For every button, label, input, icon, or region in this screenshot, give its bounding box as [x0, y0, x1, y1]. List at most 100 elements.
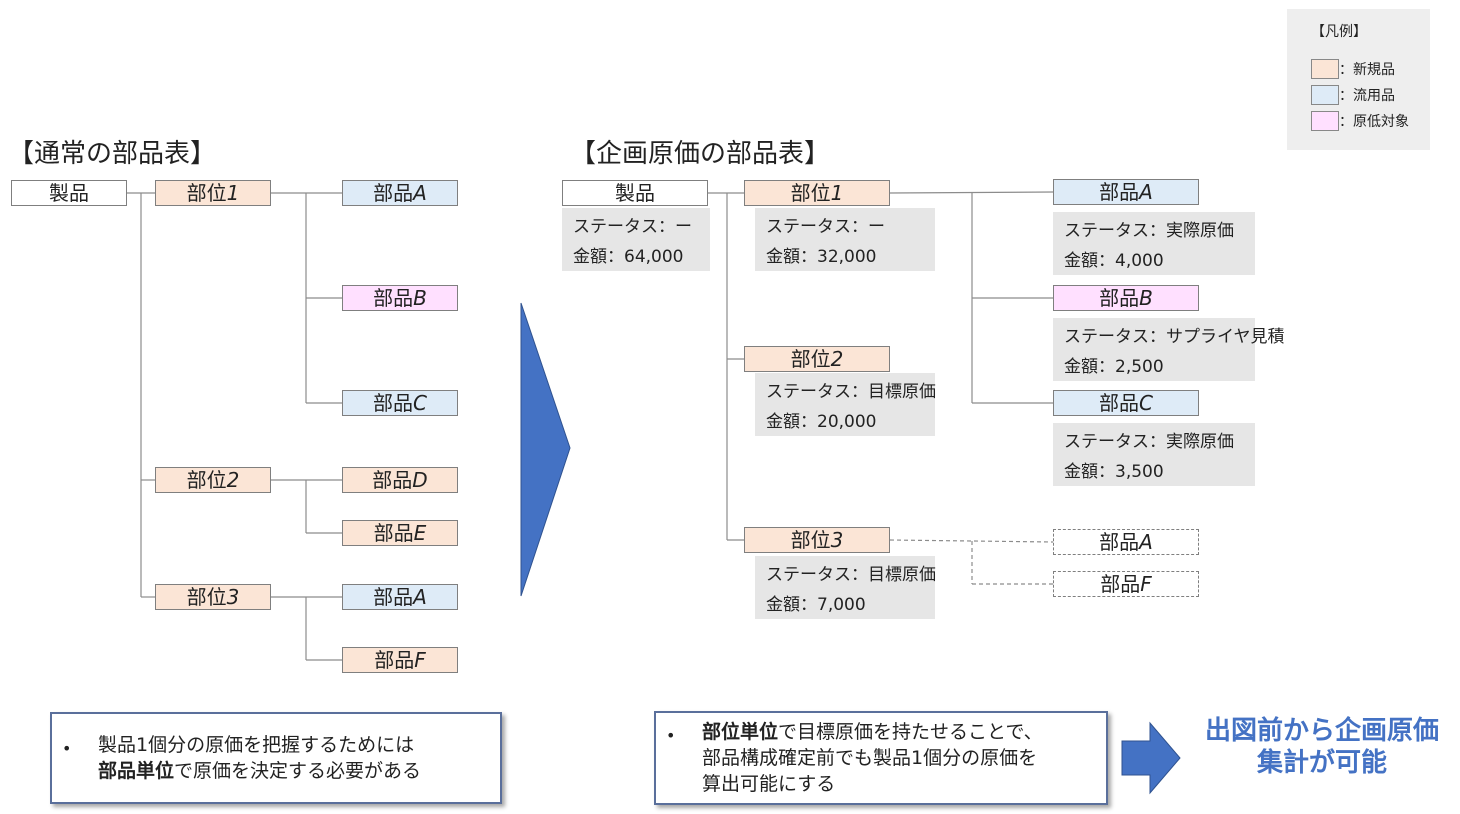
right-part-3-info: ステータス：目標原価 金額：7,000 — [755, 556, 936, 619]
component-prefix: 部品 — [1099, 286, 1140, 310]
left-note-line1: 製品1個分の原価を把握するためには — [98, 734, 415, 756]
right-component-c-info: ステータス：実際原価 金額：3,500 — [1053, 423, 1255, 486]
part-number: 1 — [226, 181, 240, 205]
part-number: 1 — [830, 181, 844, 205]
right-note-text: 部位単位で目標原価を持たせることで、 部品構成確定前でも製品1個分の原価を 算出… — [702, 719, 1043, 797]
amount-text: 金額：20,000 — [766, 412, 877, 432]
amount-text: 金額：3,500 — [1064, 462, 1164, 482]
component-prefix: 部品 — [372, 468, 413, 492]
right-note-line1: 部位単位で目標原価を持たせることで、 — [702, 719, 1043, 745]
right-part-1-info: ステータス：ー 金額：32,000 — [755, 208, 935, 271]
right-note-line1-rest: で目標原価を持たせることで、 — [778, 721, 1043, 743]
component-letter: A — [1139, 530, 1153, 554]
component-prefix: 部品 — [1100, 572, 1141, 596]
status-text: ステータス：ー — [573, 217, 692, 237]
component-letter: C — [1139, 391, 1153, 415]
legend-swatch-reuse — [1311, 85, 1339, 105]
right-note: • 部位単位で目標原価を持たせることで、 部品構成確定前でも製品1個分の原価を … — [654, 711, 1108, 805]
component-letter: A — [1139, 180, 1153, 204]
amount-text: 金額：4,000 — [1064, 251, 1164, 271]
right-product-info: ステータス：ー 金額：64,000 — [562, 208, 710, 271]
component-prefix: 部品 — [373, 585, 414, 609]
bullet-icon: • — [666, 726, 676, 745]
right-product-label: 製品 — [615, 181, 655, 205]
right-component-a-info: ステータス：実際原価 金額：4,000 — [1053, 212, 1255, 275]
component-prefix: 部品 — [373, 521, 414, 545]
component-letter: E — [413, 521, 427, 545]
component-letter: D — [412, 468, 428, 492]
right-note-line3: 算出可能にする — [702, 773, 836, 795]
left-note-text: 製品1個分の原価を把握するためには 部品単位で原価を決定する必要がある — [98, 732, 421, 784]
left-product-label: 製品 — [49, 181, 89, 205]
right-note-bold: 部位単位 — [702, 721, 779, 743]
legend-label-new: ：新規品 — [1339, 62, 1395, 78]
result-arrow — [1121, 721, 1181, 795]
left-product-node: 製品 — [11, 180, 127, 206]
component-prefix: 部品 — [1099, 391, 1140, 415]
part-number: 3 — [830, 528, 844, 552]
status-text: ステータス：実際原価 — [1064, 432, 1234, 452]
amount-text: 金額：7,000 — [766, 595, 866, 615]
right-part-2-info: ステータス：目標原価 金額：20,000 — [755, 373, 936, 436]
amount-text: 金額：32,000 — [766, 247, 877, 267]
result-line2: 集計が可能 — [1256, 748, 1387, 778]
right-product-node: 製品 — [562, 180, 708, 206]
part-prefix: 部位 — [186, 468, 227, 492]
component-letter: A — [413, 181, 427, 205]
legend-swatch-new — [1311, 59, 1339, 79]
component-letter: B — [1139, 286, 1153, 310]
status-text: ステータス：目標原価 — [766, 382, 936, 402]
component-prefix: 部品 — [373, 181, 414, 205]
right-component-b-info: ステータス：サプライヤ見積 金額：2,500 — [1053, 318, 1285, 381]
legend-swatch-cost-down — [1311, 111, 1339, 131]
legend-label-reuse: ：流用品 — [1339, 88, 1395, 104]
legend-title: 【凡例】 — [1311, 24, 1367, 40]
right-note-line2: 部品構成確定前でも製品1個分の原価を — [702, 747, 1038, 769]
component-prefix: 部品 — [1099, 530, 1140, 554]
legend-label-cost-down: ：原低対象 — [1339, 114, 1409, 130]
component-letter: F — [414, 648, 426, 672]
part-prefix: 部位 — [790, 181, 831, 205]
status-text: ステータス：ー — [766, 217, 885, 237]
part-prefix: 部位 — [186, 585, 227, 609]
part-number: 2 — [830, 347, 844, 371]
component-prefix: 部品 — [1099, 180, 1140, 204]
left-note-line2: 部品単位で原価を決定する必要がある — [98, 758, 421, 784]
part-prefix: 部位 — [186, 181, 227, 205]
component-letter: F — [1140, 572, 1152, 596]
status-text: ステータス：サプライヤ見積 — [1064, 327, 1285, 347]
transition-arrow — [520, 302, 571, 597]
component-letter: B — [413, 286, 427, 310]
amount-text: 金額：2,500 — [1064, 357, 1164, 377]
right-title: 【企画原価の部品表】 — [570, 139, 831, 169]
left-note-rest: で原価を決定する必要がある — [174, 760, 422, 782]
left-note-bold: 部品単位 — [98, 760, 175, 782]
component-letter: A — [413, 585, 427, 609]
result-text: 出図前から企画原価 集計が可能 — [1190, 715, 1454, 779]
part-prefix: 部位 — [790, 528, 831, 552]
component-prefix: 部品 — [374, 648, 415, 672]
part-prefix: 部位 — [790, 347, 831, 371]
component-letter: C — [413, 391, 427, 415]
legend: 【凡例】 ：新規品 ：流用品 ：原低対象 — [1287, 9, 1430, 150]
component-prefix: 部品 — [373, 391, 414, 415]
left-note: • 製品1個分の原価を把握するためには 部品単位で原価を決定する必要がある — [50, 712, 502, 804]
left-title: 【通常の部品表】 — [8, 139, 217, 169]
